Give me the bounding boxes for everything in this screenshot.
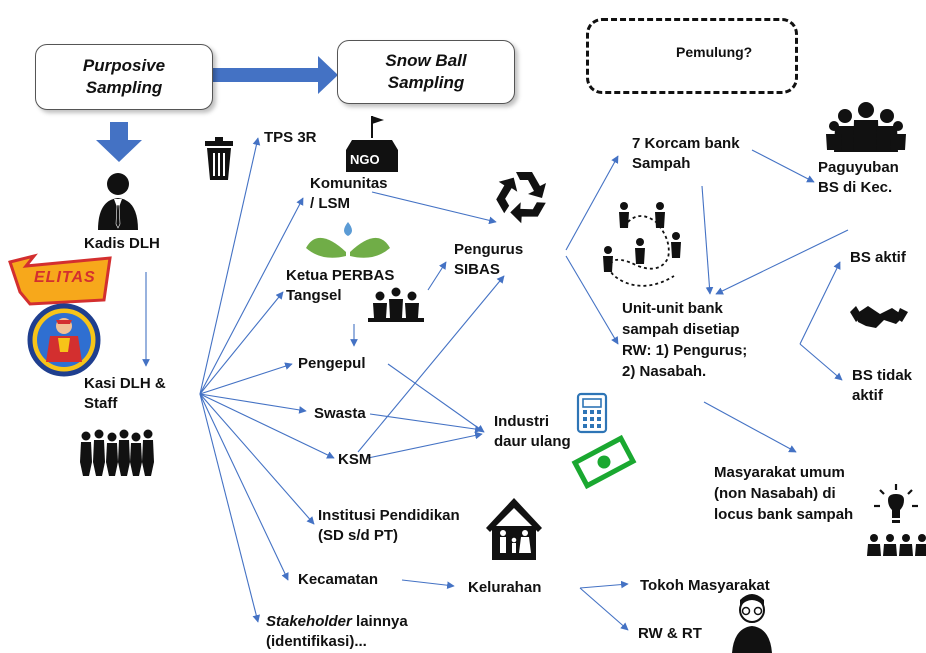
arrow-hub-ketua [199, 291, 284, 395]
stakeholder-rest: lainnya (identifikasi)... [266, 613, 408, 650]
family-house-icon [486, 498, 542, 560]
node-industri: Industri daur ulang [494, 413, 571, 450]
arrow-kelurahan-tokoh [579, 580, 629, 589]
handshake-icon [850, 306, 908, 328]
arrow-ketua-pengurus [427, 261, 447, 291]
arrow-unit-masyarakat [703, 401, 797, 453]
pemulung-box [586, 18, 798, 94]
arrow-pengurus-korcam [565, 155, 619, 251]
arrow-pengurus-unit [565, 255, 619, 345]
arrow-hub-tps [199, 137, 261, 395]
block-arrow-right [212, 56, 338, 94]
node-ngo: NGO [350, 152, 380, 167]
node-korcam: 7 Korcam bank Sampah [632, 135, 740, 172]
ngo-building-icon [346, 116, 398, 172]
node-paguyuban: Paguyuban BS di Kec. [818, 159, 899, 196]
money-icon [571, 434, 637, 490]
stakeholder-italic: Stakeholder [266, 613, 352, 630]
node-pengepul: Pengepul [298, 355, 366, 372]
arrow-swasta-industri [369, 413, 483, 433]
businessman-icon [98, 173, 138, 230]
calculator-icon [576, 392, 608, 434]
arrow-paguyuban-unit [715, 229, 849, 295]
arrow-ksm-industri [367, 431, 483, 459]
arrow-hub-komunitas [199, 197, 304, 395]
arrow-korcam-unit [701, 185, 714, 295]
team-icon [80, 429, 154, 476]
elitas-logo [8, 253, 112, 306]
node-ketua: Ketua PERBAS Tangsel [286, 267, 395, 304]
node-unit: Unit-unit bank sampah disetiap RW: 1) Pe… [622, 300, 748, 380]
recycle-icon [496, 172, 546, 224]
snowball-sampling-box: Snow Ball Sampling [337, 40, 515, 104]
node-bs-tidak: BS tidak aktif [852, 367, 913, 404]
superhero-logo [27, 303, 101, 377]
arrow-hub-kecamatan [199, 393, 289, 581]
elitas-logo-text: ELITAS [34, 269, 96, 286]
arrow-hub-swasta [199, 393, 307, 414]
meeting-icon [368, 287, 424, 322]
node-kecamatan: Kecamatan [298, 571, 379, 588]
arrow-kecamatan-kelurahan [401, 579, 455, 590]
arrow-pengepul-industri [387, 363, 485, 433]
node-pengurus: Pengurus SIBAS [454, 241, 524, 278]
crowd-icon [826, 102, 906, 152]
node-masyarakat: Masyarakat umum (non Nasabah) di locus b… [714, 464, 854, 523]
network-people-icon [603, 202, 681, 287]
arrow-korcam-paguyuban [751, 149, 815, 183]
node-stakeholder: Stakeholder lainnya (identifikasi)... [266, 612, 408, 652]
arrow-hub-ksm [199, 393, 335, 459]
node-tps3r: TPS 3R [264, 129, 317, 146]
node-kadis: Kadis DLH [84, 235, 160, 252]
arrow-unit-bsaktif [799, 261, 841, 345]
node-kelurahan: Kelurahan [468, 579, 542, 596]
lightbulb-audience-icon [867, 484, 926, 556]
block-arrow-down [96, 122, 142, 162]
arrow-hub-institusi [199, 393, 315, 525]
arrow-hub-pengepul [199, 362, 293, 395]
glasses-man-icon [732, 594, 772, 653]
trash-can-icon [205, 137, 233, 180]
arrow-ksm-pengurus [357, 275, 505, 453]
node-swasta: Swasta [314, 405, 366, 422]
leaf-drop-icon [306, 222, 390, 258]
arrow-hub-stakeholder [199, 393, 261, 623]
node-rwrt: RW & RT [638, 625, 702, 642]
node-kasi: Kasi DLH & Staff [84, 375, 166, 412]
arrow-komunitas-pengurus [371, 191, 497, 225]
arrow-unit-bstidak [799, 343, 843, 381]
arrow-kelurahan-rwrt [579, 587, 629, 631]
node-ksm: KSM [338, 451, 372, 468]
connector-arrows [142, 137, 849, 631]
node-institusi: Institusi Pendidikan (SD s/d PT) [318, 507, 460, 544]
purposive-sampling-box: Purposive Sampling [35, 44, 213, 110]
node-tokoh: Tokoh Masyarakat [640, 577, 770, 594]
node-komunitas: Komunitas / LSM [310, 175, 388, 212]
pemulung-label: Pemulung? [676, 44, 753, 60]
node-bs-aktif: BS aktif [850, 249, 906, 266]
